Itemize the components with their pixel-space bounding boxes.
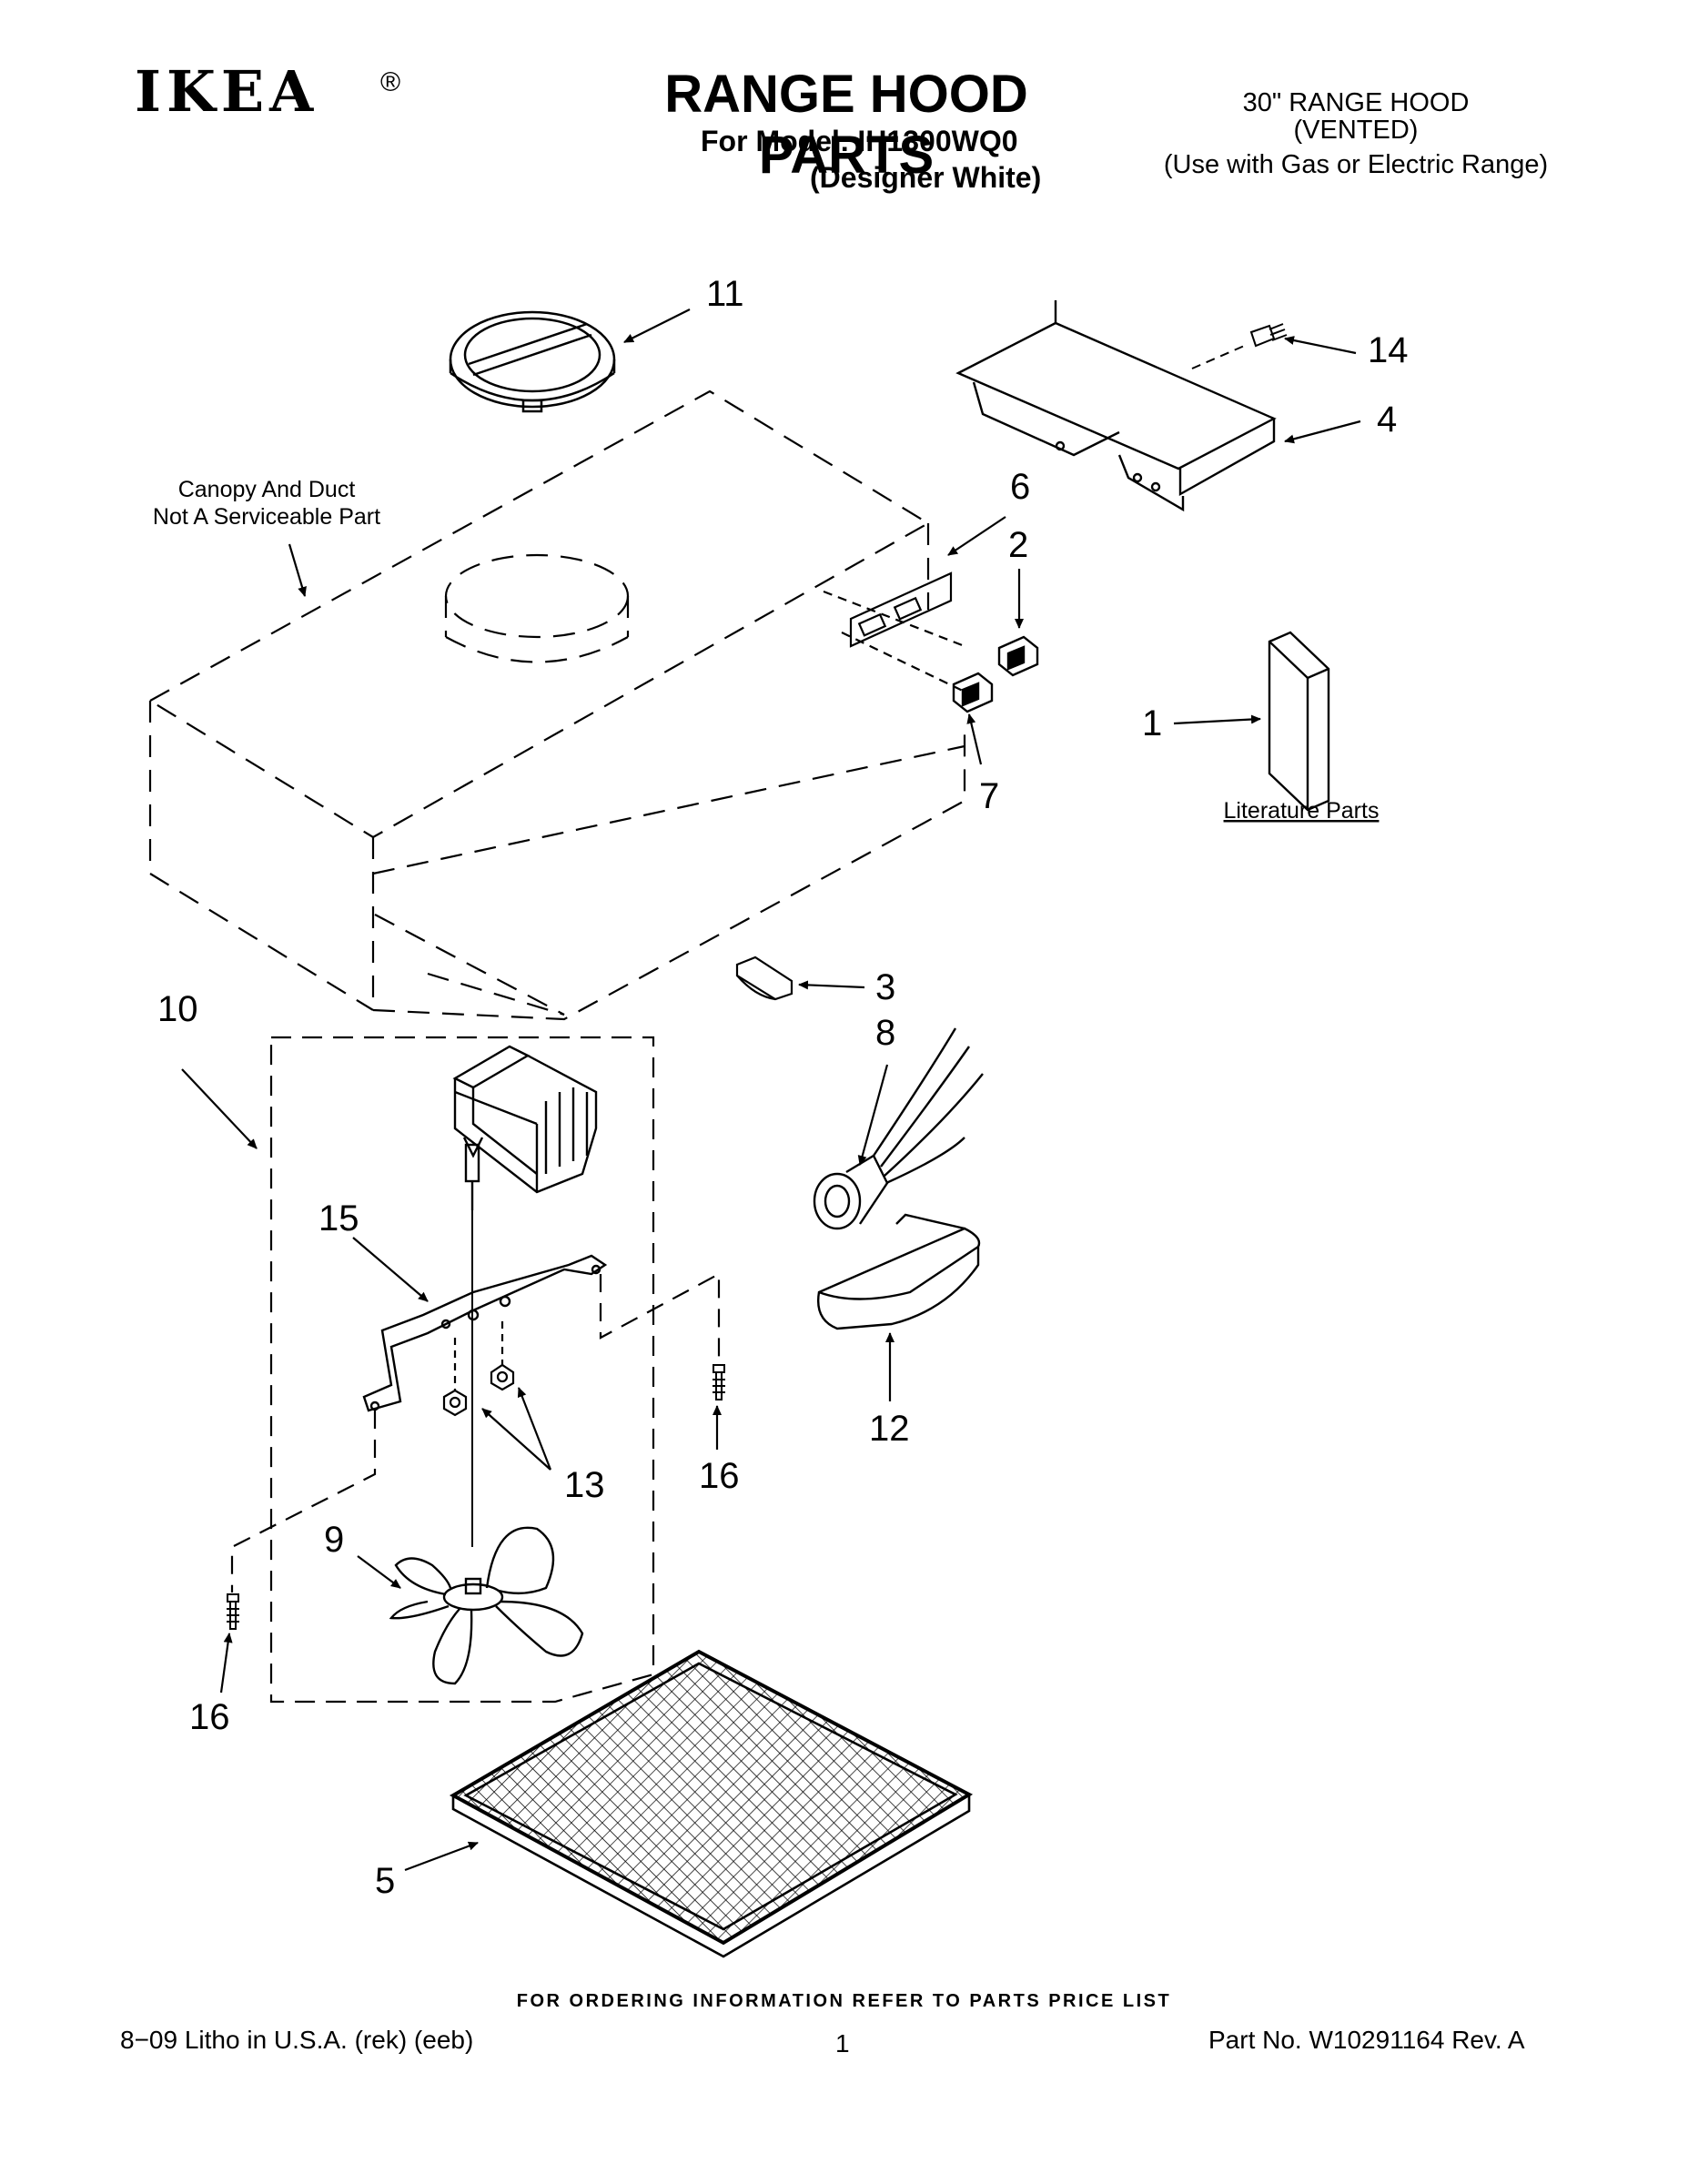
callout-16b: 16: [699, 1456, 740, 1496]
rocker-switch-part-2: [997, 635, 1039, 677]
lamp-socket-part: [813, 1027, 984, 1230]
ordering-info: FOR ORDERING INFORMATION REFER TO PARTS …: [516, 1991, 1172, 2011]
callout-12: 12: [869, 1409, 910, 1449]
callout-labels: 11 14 4 6 2 7 1 3 8 12 10 15 13 9 16 16 …: [157, 274, 1409, 1901]
callout-5: 5: [375, 1861, 395, 1901]
blower-assembly-outline: [269, 1036, 655, 1704]
product-usage-line: (Use with Gas or Electric Range): [1163, 150, 1549, 179]
literature-part: [1268, 631, 1330, 812]
brand-wordmark: IKEA: [135, 64, 318, 125]
page-title: RANGE HOOD PARTS: [664, 65, 1028, 185]
fan-blade-part: [389, 1526, 584, 1685]
callout-7: 7: [979, 776, 999, 816]
canopy-note-line1: Canopy And Duct: [178, 477, 356, 502]
callout-3: 3: [875, 967, 895, 1007]
part-number: Part No. W10291164 Rev. A: [1208, 2026, 1525, 2054]
callout-1: 1: [1142, 703, 1162, 743]
callout-2: 2: [1008, 525, 1028, 565]
callout-16a: 16: [189, 1697, 230, 1737]
callout-11: 11: [706, 274, 744, 314]
lens-part: [817, 1213, 981, 1330]
screw-part-14: [1191, 323, 1288, 369]
callout-leaders: [181, 308, 1361, 1872]
litho-info: 8−09 Litho in U.S.A. (rek) (eeb): [120, 2026, 474, 2054]
callout-14: 14: [1368, 330, 1409, 370]
literature-parts-label: Literature Parts: [1224, 798, 1380, 824]
switch-plate-part: [823, 571, 965, 693]
motor-part: [452, 1045, 598, 1210]
screw-part-16b: [713, 1364, 725, 1400]
callout-15: 15: [318, 1198, 359, 1239]
model-line: For Model: IH1300WQ0: [701, 125, 1018, 157]
screw-part-16a: [227, 1593, 239, 1630]
registered-mark: ®: [380, 67, 400, 97]
bracket-part: [955, 300, 1277, 512]
ikea-logo: IKEA ®: [135, 64, 400, 125]
color-line: (Designer White): [810, 161, 1042, 194]
nut-part: [442, 1321, 515, 1417]
callout-13: 13: [564, 1465, 605, 1505]
callout-8: 8: [875, 1013, 895, 1053]
grease-filter-part: [449, 1649, 974, 1958]
canopy-note-line2: Not A Serviceable Part: [153, 504, 380, 530]
canopy-outline: [147, 389, 966, 1021]
callout-4: 4: [1377, 399, 1397, 440]
callout-9: 9: [324, 1520, 344, 1560]
motor-bracket-part: [362, 1254, 608, 1412]
callout-10: 10: [157, 989, 198, 1029]
damper-collar-part: [449, 310, 616, 413]
product-type-line: (VENTED): [1293, 116, 1419, 145]
rocker-switch-part-7: [952, 672, 994, 713]
screw-lines: [230, 1272, 721, 1592]
product-size-line: 30" RANGE HOOD: [1242, 88, 1470, 117]
clip-part: [735, 956, 793, 1001]
callout-6: 6: [1010, 467, 1030, 507]
page-number: 1: [835, 2029, 850, 2058]
